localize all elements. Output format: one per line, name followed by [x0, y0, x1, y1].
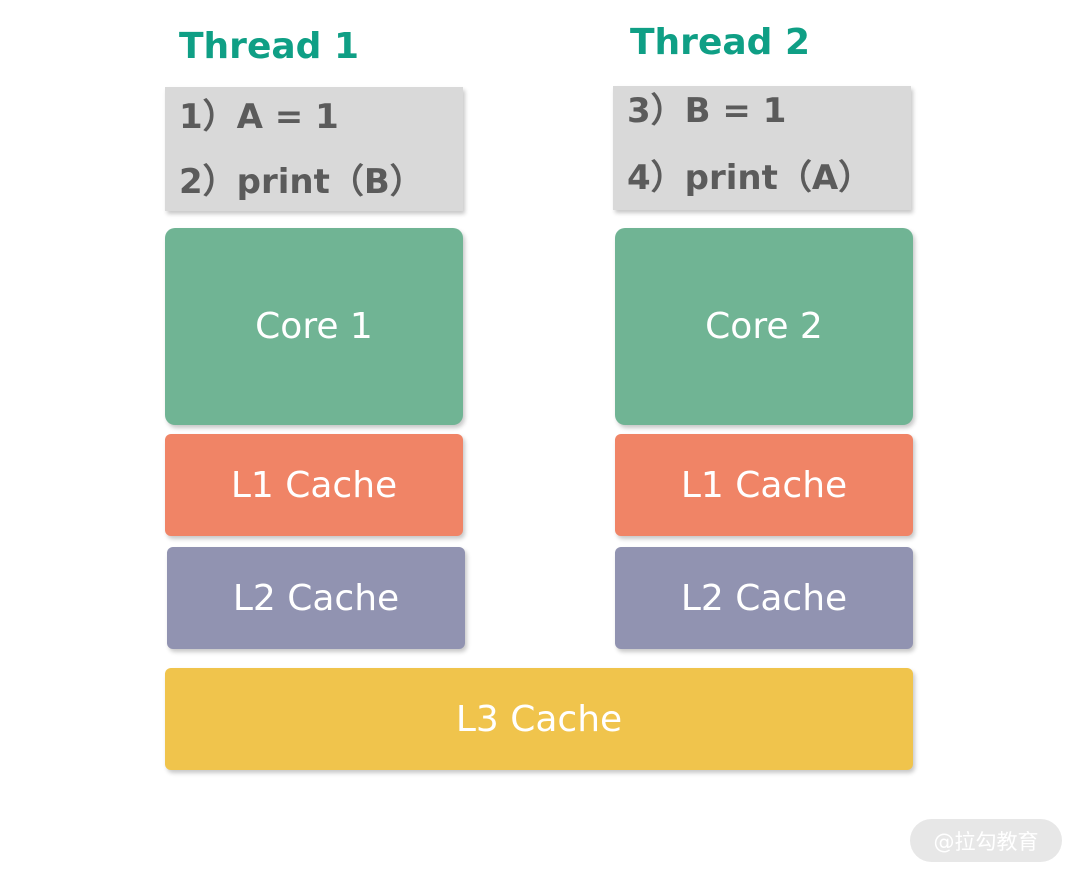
thread-2-l1-cache-label: L1 Cache	[680, 464, 848, 506]
thread-2-title: Thread 2	[630, 22, 810, 63]
thread-2-code-line-1: 3）B = 1	[627, 91, 787, 131]
watermark-text: @拉勾教育	[933, 829, 1039, 854]
thread-1-title: Thread 1	[179, 26, 359, 67]
thread-1-code-line-2: 2）print（B）	[179, 162, 424, 202]
thread-2-code-box: 3）B = 1 4）print（A）	[613, 86, 911, 210]
thread-1-l2-cache: L2 Cache	[167, 547, 465, 649]
thread-2-code-line-2: 4）print（A）	[627, 158, 873, 198]
thread-2-l2-cache: L2 Cache	[615, 547, 913, 649]
core-1-label: Core 1	[255, 306, 373, 347]
l3-cache-label: L3 Cache	[455, 698, 623, 740]
watermark-badge: @拉勾教育	[910, 819, 1062, 862]
thread-1-l1-cache: L1 Cache	[165, 434, 463, 536]
core-1-block: Core 1	[165, 228, 463, 425]
thread-1-code-box: 1）A = 1 2）print（B）	[165, 87, 463, 211]
thread-1-code-line-1: 1）A = 1	[179, 97, 339, 137]
shared-l3-cache: L3 Cache	[165, 668, 913, 770]
thread-2-l2-cache-label: L2 Cache	[680, 577, 848, 619]
core-2-label: Core 2	[705, 306, 823, 347]
thread-1-l2-cache-label: L2 Cache	[232, 577, 400, 619]
core-2-block: Core 2	[615, 228, 913, 425]
thread-2-l1-cache: L1 Cache	[615, 434, 913, 536]
thread-1-l1-cache-label: L1 Cache	[230, 464, 398, 506]
